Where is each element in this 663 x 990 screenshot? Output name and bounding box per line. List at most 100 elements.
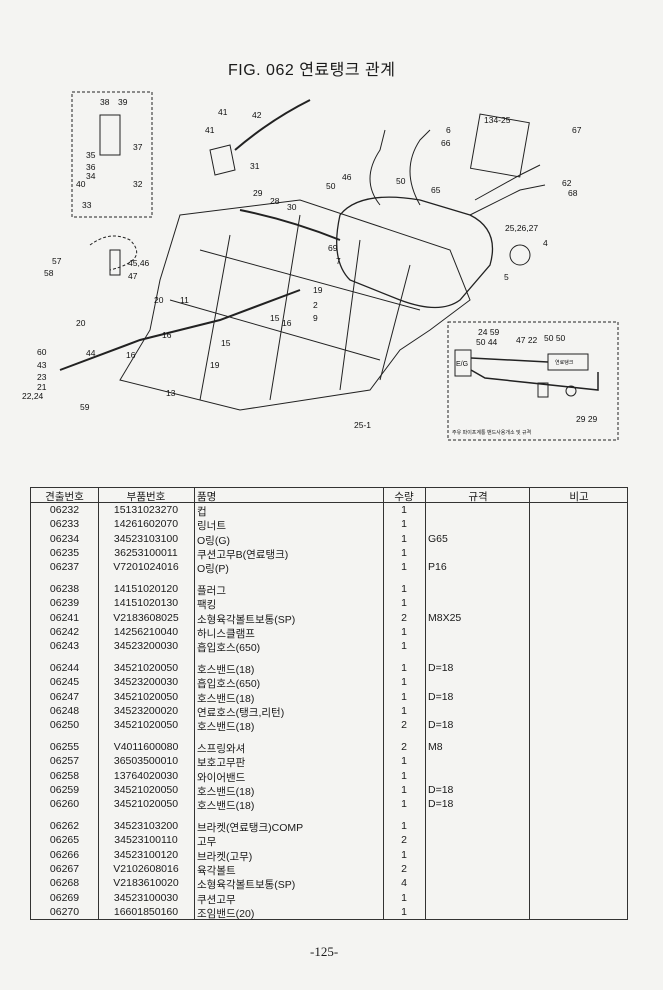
cell-part-no: V4011600080 [113,741,179,753]
callout: 2 [313,300,318,310]
inset-label: 47 22 [516,335,538,345]
header-ref-no: 견출번호 [45,491,84,503]
cell-part-name: 호스밴드(18) [197,664,255,676]
cell-qty: 1 [401,597,407,610]
callout: 30 [287,202,297,212]
cell-ref-no: 06235 [49,546,80,559]
cell-part-name: 연료호스(탱크,리턴) [197,706,285,719]
cell-spec: G65 [428,532,448,545]
cell-qty: 2 [401,834,407,847]
cell-spec: D=18 [428,690,454,703]
cell-qty: 1 [401,662,407,674]
cell-part-name: 와이어밴드 [197,771,246,784]
callout: 15 [221,338,231,348]
cell-ref-no: 06259 [49,783,80,796]
cell-spec: P16 [428,561,447,574]
callout: 57 [52,256,62,266]
callout: 65 [431,185,441,195]
cell-qty: 1 [401,783,407,796]
callout: 38 [100,97,110,107]
cell-ref-no: 06267 [49,862,80,875]
callout: 7 [336,256,341,266]
cell-part-name: 호스밴드(18) [197,785,255,798]
cell-ref-no: 06245 [49,676,80,689]
callout: 43 [37,360,47,370]
cell-ref-no: 06255 [49,741,80,753]
cell-part-name: 조임밴드(20) [197,907,255,920]
cell-spec: D=18 [428,719,454,732]
cell-part-no: 14256210040 [113,625,179,638]
callout: 23 [37,372,47,382]
callout: 21 [37,382,47,392]
cell-part-no: 34521020050 [113,798,179,811]
cell-qty: 1 [401,583,407,595]
cell-ref-no: 06262 [49,820,80,832]
inset-label: E/G [456,361,468,368]
callout: 134-25 [484,115,511,125]
cell-part-name: 팩킹 [197,599,217,612]
cell-qty: 1 [401,676,407,689]
cell-qty: 1 [401,546,407,559]
cell-qty: 1 [401,532,407,545]
cell-ref-no: 06269 [49,891,80,904]
cell-part-no: 34523200020 [113,704,179,717]
callout: 31 [250,161,260,171]
cell-part-no: 14261602070 [113,518,179,531]
callout: 9 [313,313,318,323]
cell-qty: 1 [401,704,407,717]
cell-part-name: 소형육각볼트보통(SP) [197,613,296,626]
cell-qty: 1 [401,891,407,904]
callout: 16 [282,318,292,328]
header-part-name: 품명 [197,491,217,503]
cell-part-name: 쿠션고무 [197,893,236,906]
cell-qty: 1 [401,504,407,516]
cell-qty: 1 [401,625,407,638]
fuel-tank-exploded-diagram: 38 39 37 35 36 34 40 32 33 41 42 41 31 2… [22,91,619,441]
cell-part-name: 브라켓(연료탱크)COMP [197,822,304,834]
callout: 6 [446,125,451,135]
callout: 47 [128,271,138,281]
callout: 22,24 [22,391,44,401]
callout: 59 [80,402,90,412]
cell-part-no: 34523200030 [113,676,179,689]
cell-ref-no: 06233 [49,518,80,531]
cell-part-no: 16601850160 [113,905,179,918]
callout: 68 [568,188,578,198]
callout: 33 [82,200,92,210]
cell-spec: D=18 [428,783,454,796]
header-remarks: 비고 [569,491,589,503]
cell-ref-no: 06238 [49,583,80,595]
cell-ref-no: 06234 [49,532,80,545]
cell-part-no: 34521020050 [113,783,179,796]
cell-part-no: 34521020050 [113,719,179,732]
callout: 62 [562,178,572,188]
callout: 37 [133,142,143,152]
cell-qty: 1 [401,769,407,782]
cell-part-name: 스프링와셔 [197,743,246,755]
callout: 35 [86,150,96,160]
inset-label: 50 44 [476,337,498,347]
cell-ref-no: 06239 [49,597,80,610]
callout: 25-1 [354,420,371,430]
cell-ref-no: 06250 [49,719,80,732]
callout: 66 [441,138,451,148]
cell-part-name: O링(G) [197,534,230,547]
callout: 11 [180,295,189,305]
callout: 15 [270,313,280,323]
callout: 50 [326,181,336,191]
cell-part-no: 13764020030 [113,769,179,782]
figure-title: FIG. 062 연료탱크 관계 [228,62,396,79]
callout: 58 [44,268,54,278]
